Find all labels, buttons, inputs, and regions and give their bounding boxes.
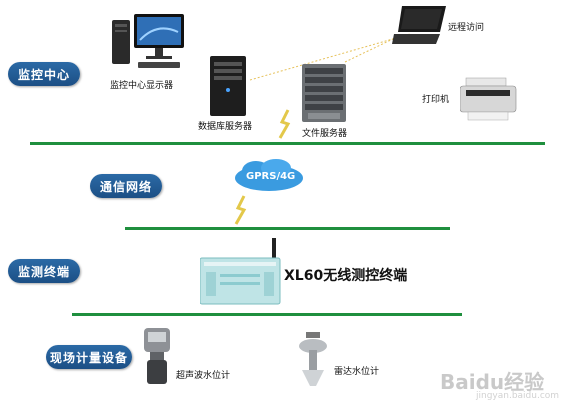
label-printer: 打印机 [422, 95, 450, 105]
layer-field-devices: 现场计量设备 [46, 345, 132, 369]
label-remote-access: 远程访问 [448, 23, 485, 33]
ultrasonic-meter-icon [144, 328, 170, 384]
divider-bottom [72, 313, 462, 316]
database-server-icon [210, 56, 246, 116]
terminal-label: XL60无线测控终端 [284, 268, 408, 284]
lightning-icon [278, 109, 291, 139]
monitor-display-icon [112, 14, 184, 68]
laptop-icon [392, 6, 446, 44]
label-radar: 雷达水位计 [334, 367, 380, 377]
radar-meter-icon [299, 332, 327, 386]
label-ultrasonic: 超声波水位计 [176, 371, 231, 381]
divider-top [30, 142, 545, 145]
label-db-server: 数据库服务器 [198, 122, 253, 132]
terminal-device-icon [200, 238, 281, 305]
network-label: GPRS/4G [246, 171, 296, 182]
printer-icon [460, 77, 517, 121]
label-display: 监控中心显示器 [110, 81, 174, 91]
layer-monitor-terminal: 监测终端 [8, 259, 80, 283]
file-server-icon [302, 64, 346, 122]
layer-monitor-center: 监控中心 [8, 62, 80, 86]
watermark-url: jingyan.baidu.com [476, 391, 560, 401]
label-file-server: 文件服务器 [302, 129, 348, 139]
layer-comm-network: 通信网络 [90, 174, 162, 198]
divider-middle [125, 227, 450, 230]
watermark-logo: Baidu经验 [440, 370, 545, 394]
network-cloud-icon [235, 159, 303, 191]
lightning-icon [234, 195, 247, 225]
